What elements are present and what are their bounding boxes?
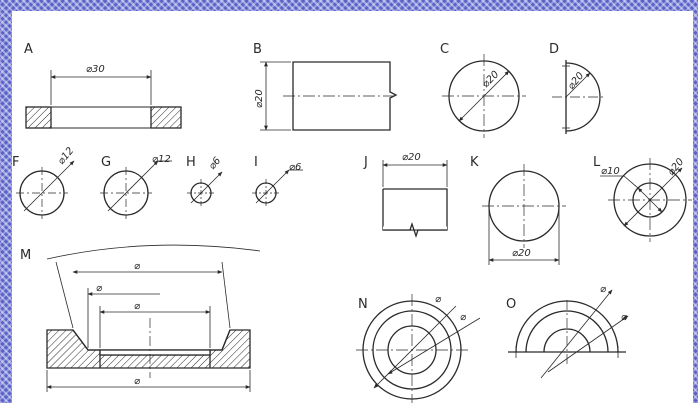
figure-a: A ⌀30 xyxy=(24,42,182,129)
dim-m-top-diameter: ⌀ xyxy=(134,261,141,272)
figure-m: M ⌀ ⌀ xyxy=(20,244,261,392)
figure-f: F ⌀12 xyxy=(12,145,76,219)
figure-d-label: D xyxy=(549,42,559,57)
figure-b-label: B xyxy=(253,42,262,57)
dim-l-inner-diameter: ⌀10 xyxy=(601,166,620,177)
dim-m-outer-diameter: ⌀ xyxy=(134,376,141,387)
figure-f-label: F xyxy=(12,155,19,170)
figure-l: L ⌀10 ⌀20 xyxy=(593,155,692,242)
figure-h: H ⌀6 xyxy=(186,155,223,207)
figure-g: G ⌀12 xyxy=(100,154,172,219)
figure-i-label: I xyxy=(254,155,258,170)
figure-n-label: N xyxy=(358,297,368,312)
figure-n: N ⌀ ⌀ xyxy=(356,294,481,403)
figure-j-label: J xyxy=(363,155,368,170)
figure-o-label: O xyxy=(506,297,516,312)
figure-c: C ⌀20 xyxy=(440,42,526,138)
figure-k-label: K xyxy=(470,155,479,170)
figure-c-label: C xyxy=(440,42,449,57)
dim-d-diameter: ⌀20 xyxy=(566,70,586,91)
dim-o-outer-diameter: ⌀ xyxy=(600,284,607,295)
dim-c-diameter: ⌀20 xyxy=(480,69,501,90)
dim-g-diameter: ⌀12 xyxy=(152,154,171,165)
dim-b-diameter: ⌀20 xyxy=(254,89,265,108)
figure-g-label: G xyxy=(101,155,111,170)
dim-m-bore-diameter: ⌀ xyxy=(134,301,141,312)
figure-h-label: H xyxy=(186,155,196,170)
figure-a-label: A xyxy=(24,42,33,57)
dim-o-inner-diameter: ⌀ xyxy=(621,312,628,323)
figure-m-label: M xyxy=(20,248,31,263)
dim-j-diameter: ⌀20 xyxy=(402,152,421,163)
dim-i-diameter: ⌀6 xyxy=(289,162,301,173)
figure-d: D ⌀20 xyxy=(549,42,606,134)
dim-n-inner-diameter: ⌀ xyxy=(460,312,467,323)
dim-m-mid-diameter: ⌀ xyxy=(96,283,103,294)
figure-o: O ⌀ ⌀ xyxy=(506,284,629,379)
dim-n-outer-diameter: ⌀ xyxy=(435,294,442,305)
dim-k-diameter: ⌀20 xyxy=(512,248,531,259)
dim-l-outer-diameter: ⌀20 xyxy=(666,156,686,177)
technical-drawing: A ⌀30 B ⌀2 xyxy=(12,42,692,403)
drawing-sheet: A ⌀30 B ⌀2 xyxy=(12,11,693,403)
dim-h-diameter: ⌀6 xyxy=(207,155,223,172)
dim-f-diameter: ⌀12 xyxy=(56,145,76,166)
figure-j: J ⌀20 xyxy=(363,152,448,239)
figure-k: K ⌀20 xyxy=(470,155,566,265)
figure-l-label: L xyxy=(593,155,601,170)
dim-a-diameter: ⌀30 xyxy=(86,64,105,75)
figure-b: B ⌀20 xyxy=(253,42,398,131)
figure-i: I ⌀6 xyxy=(252,155,303,207)
